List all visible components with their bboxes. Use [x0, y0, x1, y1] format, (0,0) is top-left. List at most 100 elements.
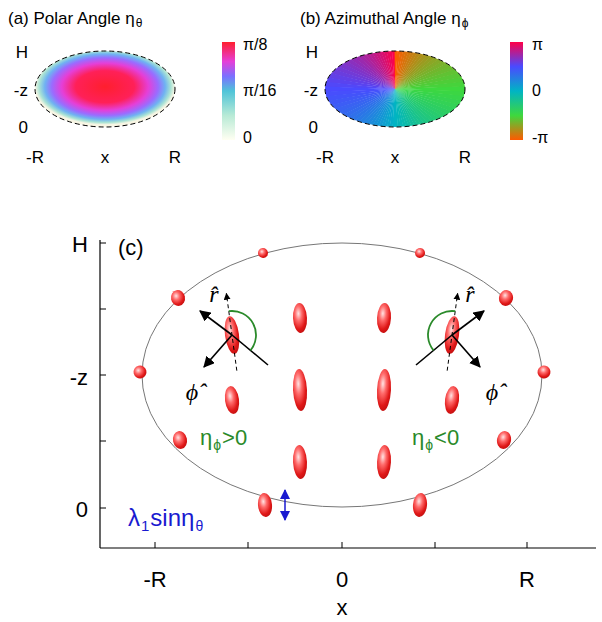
director-glyph — [495, 430, 512, 450]
figure-label: -z — [14, 82, 28, 99]
r-hat-arrow — [200, 311, 232, 335]
director-glyph — [412, 492, 428, 517]
figure-label: 0 — [309, 119, 318, 136]
figure-label: <0 — [434, 427, 459, 449]
figure-label: H — [16, 44, 28, 61]
azimuth-wedge — [346, 89, 395, 202]
tick — [100, 441, 106, 442]
figure-label: -R — [316, 149, 334, 166]
subscript: θ — [136, 17, 143, 29]
director-glyph — [376, 369, 392, 412]
figure-label: 0 — [243, 130, 252, 146]
director-glyph — [292, 303, 308, 334]
unit-vector-label: ϕ̂ — [486, 380, 498, 404]
phi-hat-arrow — [452, 335, 480, 367]
figure-label: (b) Azimuthal Angle η — [300, 10, 461, 27]
figure-label: x — [391, 149, 400, 166]
tick — [155, 542, 156, 548]
tick — [248, 542, 249, 548]
figure-label: η — [412, 427, 424, 449]
length-arrow — [284, 490, 286, 520]
figure-label: -R — [26, 149, 44, 166]
azimuth-wedge — [395, 89, 514, 110]
director-glyph — [223, 385, 241, 415]
subscript: ϕ — [213, 438, 221, 452]
figure-label: (a) Polar Angle η — [8, 10, 135, 27]
projection-line — [416, 335, 452, 365]
azimuth-wedge — [339, 89, 395, 199]
tick — [100, 508, 106, 509]
director-glyph — [132, 364, 148, 380]
phi-hat-arrow — [204, 335, 232, 367]
azimuth-wedge — [300, 89, 395, 170]
director-glyph — [258, 248, 269, 259]
azimuth-map — [275, 0, 515, 209]
director-glyph — [171, 430, 188, 450]
figure-label: η — [200, 427, 212, 449]
figure-label: π — [532, 37, 543, 53]
figure-label: π/8 — [243, 37, 267, 53]
figure-label: R — [169, 149, 181, 166]
unit-vector-label: r̂ — [465, 282, 474, 306]
director-glyphs — [132, 248, 552, 518]
figure-label: R — [519, 569, 535, 591]
figure-label: H — [72, 234, 88, 256]
azimuth-wedge — [296, 89, 395, 164]
tick — [100, 375, 106, 376]
polar-angle-map — [35, 51, 175, 127]
director-glyph — [257, 492, 273, 517]
director-glyph — [498, 289, 515, 307]
unit-vector-label: r̂ — [209, 282, 218, 306]
director-glyph — [443, 385, 461, 415]
figure-label: 0 — [76, 499, 88, 521]
azimuth-wedge — [306, 89, 395, 176]
tick — [435, 542, 436, 548]
azimuth-wedge — [362, 89, 395, 207]
figure-label: 0 — [336, 569, 348, 591]
azimuth-wedge — [318, 89, 395, 187]
figure-label: R — [459, 149, 471, 166]
tick — [342, 542, 343, 548]
figure-label: x — [337, 597, 348, 619]
tick — [100, 309, 106, 310]
director-glyph — [376, 303, 392, 334]
azimuth-wedge — [354, 89, 395, 205]
azimuth-wedge — [312, 89, 395, 182]
domain-outline — [325, 51, 465, 127]
domain-outline — [35, 51, 175, 127]
figure-label: -z — [70, 367, 88, 389]
figure-label: 0 — [19, 119, 28, 136]
figure-label: λ — [128, 506, 140, 530]
azimuth-wedge — [324, 89, 395, 191]
projection-line — [232, 335, 268, 365]
unit-vector-label: ϕ̂ — [186, 380, 198, 404]
domain-outline — [142, 243, 542, 507]
subscript: ϕ — [425, 438, 433, 452]
colorbar — [510, 42, 523, 140]
angle-arc — [229, 311, 256, 350]
tick — [100, 243, 106, 244]
director-glyph — [376, 445, 392, 480]
subscript: ϕ — [462, 17, 469, 29]
director-glyph — [292, 445, 308, 480]
figure-label: π/16 — [243, 83, 276, 99]
figure-label: 0 — [532, 83, 541, 99]
figure-label: -π — [532, 130, 548, 146]
azimuth-wedge — [276, 68, 395, 89]
subscript: 1 — [141, 518, 149, 533]
figure-label: H — [306, 44, 318, 61]
figure-label: x — [101, 149, 110, 166]
figure-label: >0 — [222, 427, 247, 449]
azimuth-wedge — [331, 89, 395, 196]
figure-label: sinη — [150, 506, 194, 530]
axes — [100, 240, 596, 548]
angle-arc — [428, 311, 455, 350]
subscript: θ — [195, 519, 203, 533]
figure-label: -R — [143, 569, 166, 591]
figure-label: (c) — [118, 237, 144, 259]
director-glyph — [170, 289, 187, 307]
r-hat-arrow — [452, 311, 484, 335]
